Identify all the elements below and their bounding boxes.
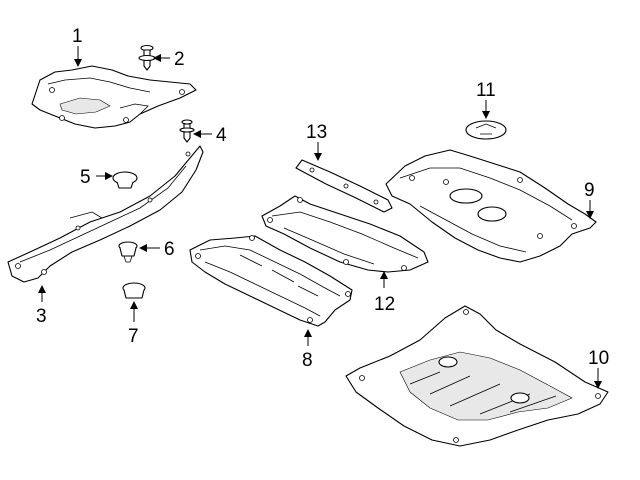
part-6-grommet [118, 241, 138, 263]
callout-10: 10 [588, 348, 609, 369]
part-9-rear-panel [385, 149, 597, 263]
callout-1: 1 [72, 26, 83, 47]
callout-4: 4 [216, 125, 227, 146]
part-12-panel [261, 195, 429, 273]
part-8-center-panel [189, 235, 353, 327]
callout-7: 7 [128, 326, 139, 347]
part-1-shield [31, 65, 197, 129]
part-10-floor-panel [345, 305, 609, 447]
part-3-side-panel [7, 145, 204, 283]
part-4-bolt [179, 119, 195, 143]
part-2-bolt [138, 44, 156, 71]
callout-12: 12 [374, 294, 395, 315]
callout-5: 5 [80, 167, 91, 188]
part-7-clip [122, 282, 146, 299]
part-5-plug [112, 171, 138, 189]
callout-13: 13 [306, 122, 327, 143]
callout-3: 3 [36, 306, 47, 327]
callout-6: 6 [164, 239, 175, 260]
part-13-strip [295, 159, 393, 213]
callout-9: 9 [584, 180, 595, 201]
callout-8: 8 [302, 350, 313, 371]
callout-2: 2 [174, 49, 185, 70]
callout-11: 11 [476, 80, 496, 101]
part-11-cover [465, 120, 507, 140]
